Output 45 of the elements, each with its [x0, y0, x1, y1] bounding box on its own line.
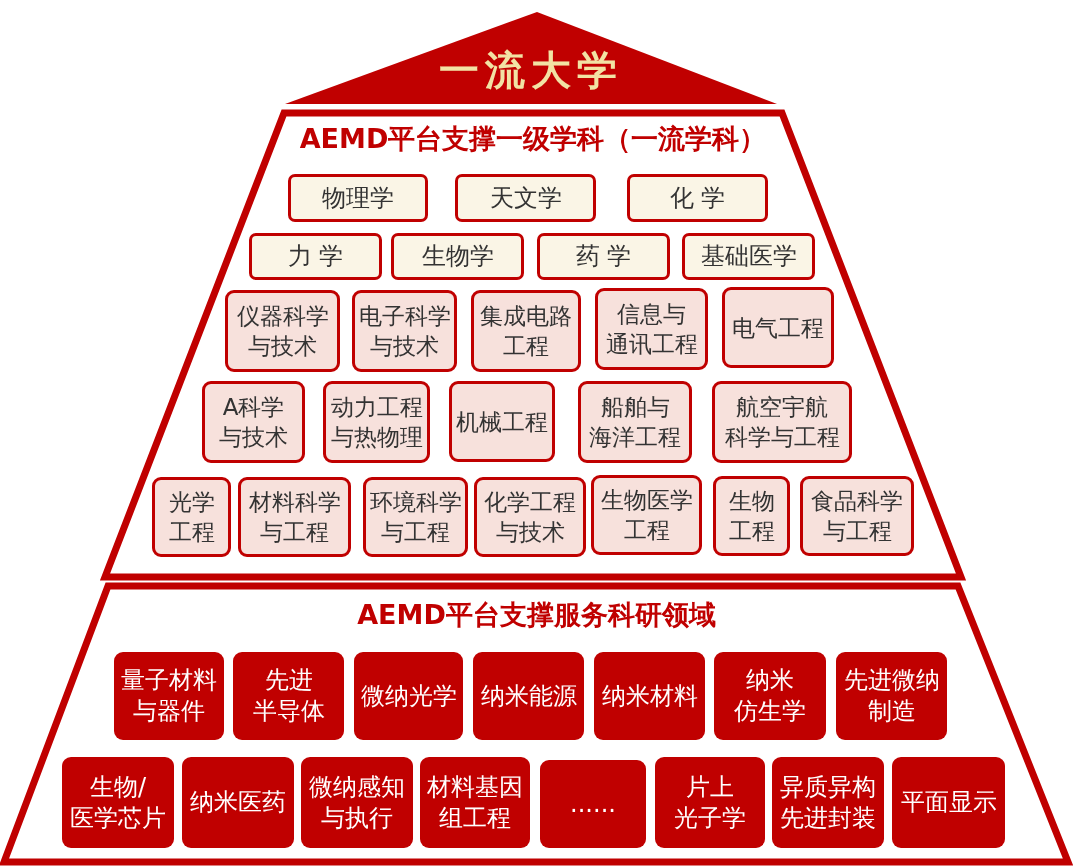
research-area-card: 先进半导体 [233, 652, 344, 740]
discipline-card: 环境科学与工程 [363, 477, 468, 557]
discipline-card: 电气工程 [722, 287, 834, 368]
discipline-card: 生物医学工程 [591, 475, 702, 555]
pyramid-apex [283, 10, 779, 106]
pyramid-tier [0, 582, 1073, 866]
discipline-card: A科学与技术 [202, 381, 305, 463]
apex-title: 一流大学 [439, 46, 623, 95]
research-area-card: 量子材料与器件 [114, 652, 224, 740]
discipline-card: 基础医学 [682, 233, 815, 280]
discipline-card: 物理学 [288, 174, 428, 222]
research-area-card: 微纳感知与执行 [301, 757, 413, 848]
research-area-card: 纳米仿生学 [714, 652, 826, 740]
discipline-card: 信息与通讯工程 [595, 288, 708, 370]
research-area-card: 纳米材料 [594, 652, 705, 740]
discipline-card: 化学工程与技术 [474, 477, 586, 557]
pyramid-tier [100, 109, 966, 581]
discipline-card: 材料科学与工程 [238, 477, 351, 557]
tier-heading: AEMD平台支撑服务科研领域 [357, 598, 716, 632]
research-area-card: ...... [540, 760, 646, 848]
research-area-card: 片上光子学 [655, 757, 765, 848]
research-area-card: 平面显示 [892, 757, 1005, 848]
discipline-card: 天文学 [455, 174, 596, 222]
research-area-card: 微纳光学 [354, 652, 463, 740]
research-area-card: 异质异构先进封装 [772, 757, 884, 848]
tier-heading: AEMD平台支撑一级学科（一流学科） [299, 122, 767, 156]
research-area-card: 材料基因组工程 [420, 757, 530, 848]
discipline-card: 生物学 [391, 233, 524, 280]
discipline-card: 食品科学与工程 [800, 476, 914, 556]
research-area-card: 纳米医药 [182, 757, 294, 848]
discipline-card: 船舶与海洋工程 [578, 381, 692, 463]
discipline-card: 力 学 [249, 233, 382, 280]
discipline-card: 光学工程 [152, 477, 231, 557]
research-area-card: 纳米能源 [473, 652, 584, 740]
research-area-card: 先进微纳制造 [836, 652, 947, 740]
discipline-card: 动力工程与热物理 [323, 381, 430, 463]
research-area-card: 生物/医学芯片 [62, 757, 174, 848]
discipline-card: 电子科学与技术 [352, 290, 457, 372]
discipline-card: 生物工程 [713, 476, 790, 556]
discipline-card: 仪器科学与技术 [225, 290, 340, 372]
discipline-card: 药 学 [537, 233, 670, 280]
discipline-card: 航空宇航科学与工程 [712, 381, 852, 463]
discipline-card: 化 学 [627, 174, 768, 222]
discipline-card: 集成电路工程 [471, 290, 581, 372]
discipline-card: 机械工程 [449, 381, 555, 462]
